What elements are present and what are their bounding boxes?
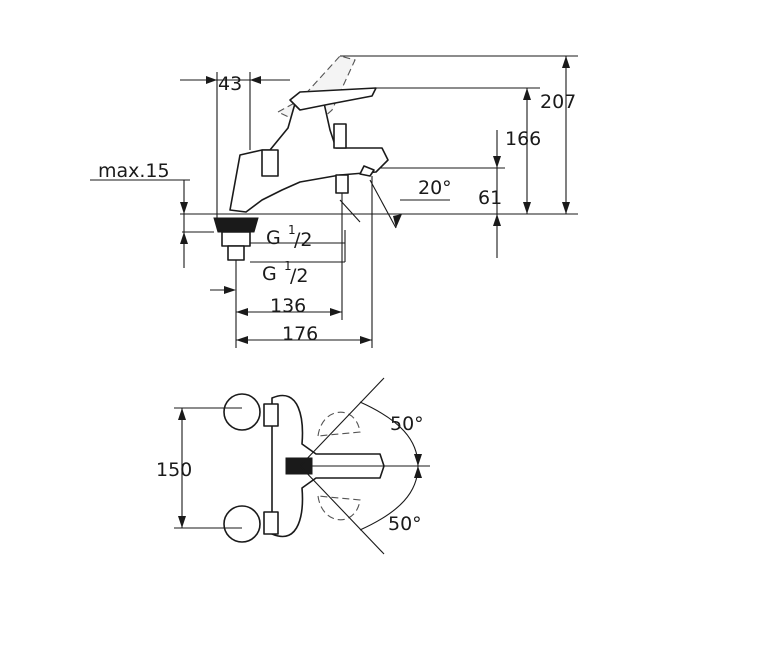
- dim-61-label: 61: [478, 187, 502, 209]
- mixer-body-side: [229, 93, 389, 213]
- dim-150-label: 150: [156, 459, 192, 481]
- mounting-nut: [213, 217, 259, 233]
- dim-136-label: 136: [270, 295, 306, 317]
- thread-label-1-den: /2: [294, 229, 313, 251]
- angle-upper-label: 50°: [390, 413, 424, 435]
- side-view: 43 207 166 max.15 20° 61 G 1 /2 G 1 /2 1…: [90, 55, 578, 348]
- top-view: 150 50° 50°: [156, 377, 430, 555]
- mounting-thread: [227, 245, 245, 261]
- fitting-top: [263, 403, 279, 427]
- angle-lower-label: 50°: [388, 513, 422, 535]
- valve-top: [223, 393, 261, 431]
- lever-right-position: [317, 495, 361, 521]
- connection-nut: [261, 149, 279, 177]
- thread-label-2-num: 1: [284, 259, 292, 273]
- spout-outlet: [335, 174, 349, 194]
- dim-max15-label: max.15: [98, 160, 170, 182]
- mounting-shank: [221, 231, 251, 247]
- dim-176-label: 176: [282, 323, 318, 345]
- fitting-bottom: [263, 511, 279, 535]
- spout-tip: [359, 165, 375, 177]
- dim-166-label: 166: [505, 128, 541, 150]
- thread-label-1-num: 1: [288, 223, 296, 237]
- thread-label-1-g: G: [266, 227, 281, 249]
- valve-bottom: [223, 505, 261, 543]
- dim-43-label: 43: [218, 73, 242, 95]
- thread-label-2-den: /2: [290, 265, 309, 287]
- diverter-knob: [333, 123, 347, 149]
- handle-indicator: [285, 457, 313, 475]
- lever-side: [289, 87, 377, 111]
- lever-left-position: [317, 411, 361, 437]
- thread-label-2-g: G: [262, 263, 277, 285]
- angle-20-label: 20°: [418, 177, 452, 199]
- dim-207-label: 207: [540, 91, 576, 113]
